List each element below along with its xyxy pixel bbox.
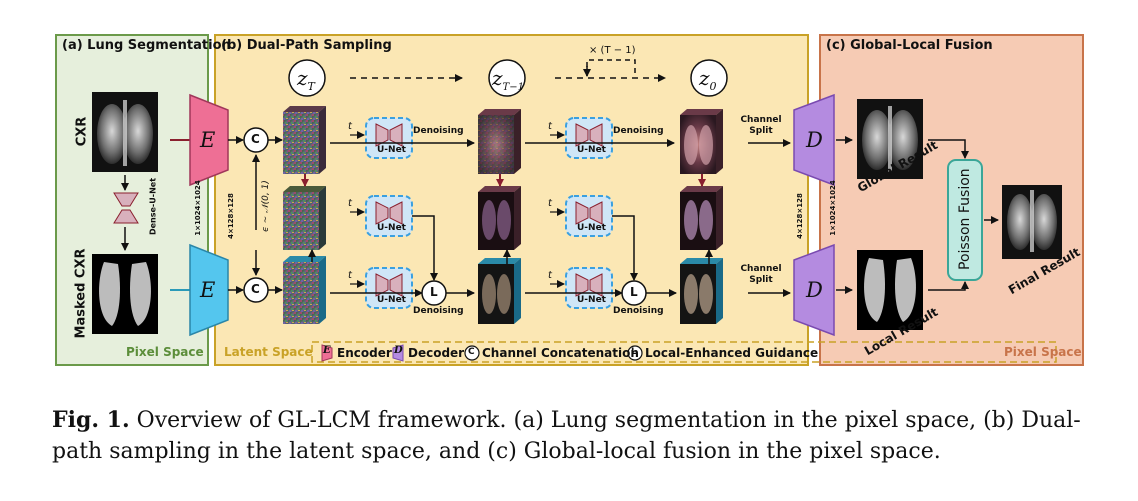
zT1-circle [488,59,526,97]
latent-step1-bottom [478,258,521,324]
poisson-fusion-label: Poisson Fusion [957,168,973,270]
latent-final-top [680,109,723,174]
unet2-mid-to-guidance [612,215,638,281]
unet-1-mid-label: U-Net [377,223,406,233]
legend-decoder-letter: D [394,345,403,356]
latent-step1-top [478,109,521,174]
latent-noise-bottom [283,256,326,324]
latent-final-mid [680,186,723,250]
legend-guidance-letter: L [631,347,637,357]
unet-1-top-label: U-Net [377,145,406,155]
unet-1-top [365,117,413,159]
encoder-global [189,93,229,187]
cxr-label: CXR [74,116,90,147]
concat-local-label: C [251,282,260,296]
panel-b-space: Latent Space [224,345,313,359]
dense-unet-label: Dense-U-Net [148,177,158,236]
channel-split-bottom: Channel Split [740,264,782,285]
latent-noise-top [283,106,326,174]
figure-caption: Fig. 1. Overview of GL-LCM framework. (a… [52,405,1102,467]
zT-label: zT [297,66,315,93]
zT1-label: zT−1 [492,66,524,93]
legend-encoder-text: Encoder [337,346,392,360]
latent-noise-mid [283,186,326,250]
panel-a-title: (a) Lung Segmentation [62,38,231,53]
z0-label: z0 [699,66,717,93]
framework-diagram [55,34,1084,366]
final-result-image [1002,185,1062,259]
legend-concat-letter: C [468,347,475,357]
encoder-local-label: E [200,278,216,302]
unet-2-top-label: U-Net [577,145,606,155]
pixel-dim-left: 1×1024×1024 [194,180,202,236]
t-label-2c: t [548,270,552,281]
legend-encoder-icon [321,344,333,362]
panel-b-title: (b) Dual-Path Sampling [221,38,392,53]
unet-2-mid [565,195,613,237]
masked-cxr-label: Masked CXR [73,248,89,339]
global-to-poisson [928,139,969,159]
panel-c-space: Pixel Space [1004,345,1082,359]
denoising-1-top: Denoising [413,126,464,136]
unet-2-bottom [565,267,613,309]
encoder-global-label: E [200,128,216,152]
t-label-1a: t [348,121,352,132]
concat-global-label: C [251,132,260,146]
local-to-poisson [928,281,969,291]
t-label-2a: t [548,121,552,132]
zT-circle [288,59,326,97]
guidance-1-label: L [430,285,438,299]
local-result-image [857,250,923,330]
cxr-image [92,92,158,172]
repeat-loop [586,59,636,76]
unet-2-mid-label: U-Net [577,223,606,233]
latent-step1-mid [478,186,521,250]
unet-mid-to-guidance [412,215,438,281]
t-label-1b: t [348,198,352,209]
legend-box [311,341,1057,363]
channel-split-top: Channel Split [740,115,782,136]
z0-circle [690,59,728,97]
poisson-fusion-box [947,159,983,281]
decoder-global [793,93,835,187]
denoising-1-bottom: Denoising [413,306,464,316]
decoder-local [793,243,835,337]
t-label-1c: t [348,270,352,281]
caption-text: Overview of GL-LCM framework. (a) Lung s… [52,408,1081,464]
legend-guidance-icon [627,345,643,361]
caption-label: Fig. 1. [52,407,130,433]
noise-label: ϵ ∼ 𝒩(0, 1) [261,180,271,232]
legend-decoder-text: Decoder [408,346,465,360]
panel-a-space: Pixel Space [126,345,204,359]
legend-encoder-letter: E [323,345,331,356]
decoder-global-label: D [806,128,823,152]
unet-2-bottom-label: U-Net [577,295,606,305]
latent-dim-left: 4×128×128 [227,193,235,239]
legend-concat-icon [464,345,480,361]
repeat-label: × (T − 1) [589,45,636,56]
unet-2-top [565,117,613,159]
figure: (a) Lung Segmentation (b) Dual-Path Samp… [55,34,1084,366]
legend-guidance-text: Local-Enhanced Guidance [645,346,819,360]
pixel-dim-right: 1×1024×1024 [829,180,837,236]
global-result-image [857,99,923,179]
masked-cxr-image [92,254,158,334]
denoising-2-top: Denoising [613,126,664,136]
t-label-2b: t [548,198,552,209]
panel-c-title: (c) Global-Local Fusion [826,38,993,53]
latent-final-bottom [680,258,723,324]
latent-dim-right: 4×128×128 [796,193,804,239]
unet-1-bottom [365,267,413,309]
unet-1-bottom-label: U-Net [377,295,406,305]
denoising-2-bottom: Denoising [613,306,664,316]
legend-decoder-icon [392,344,404,362]
encoder-local [189,243,229,337]
dense-unet-icon [113,192,139,224]
decoder-local-label: D [806,278,823,302]
legend-concat-text: Channel Concatenation [482,346,639,360]
guidance-2-label: L [630,285,638,299]
unet-1-mid [365,195,413,237]
